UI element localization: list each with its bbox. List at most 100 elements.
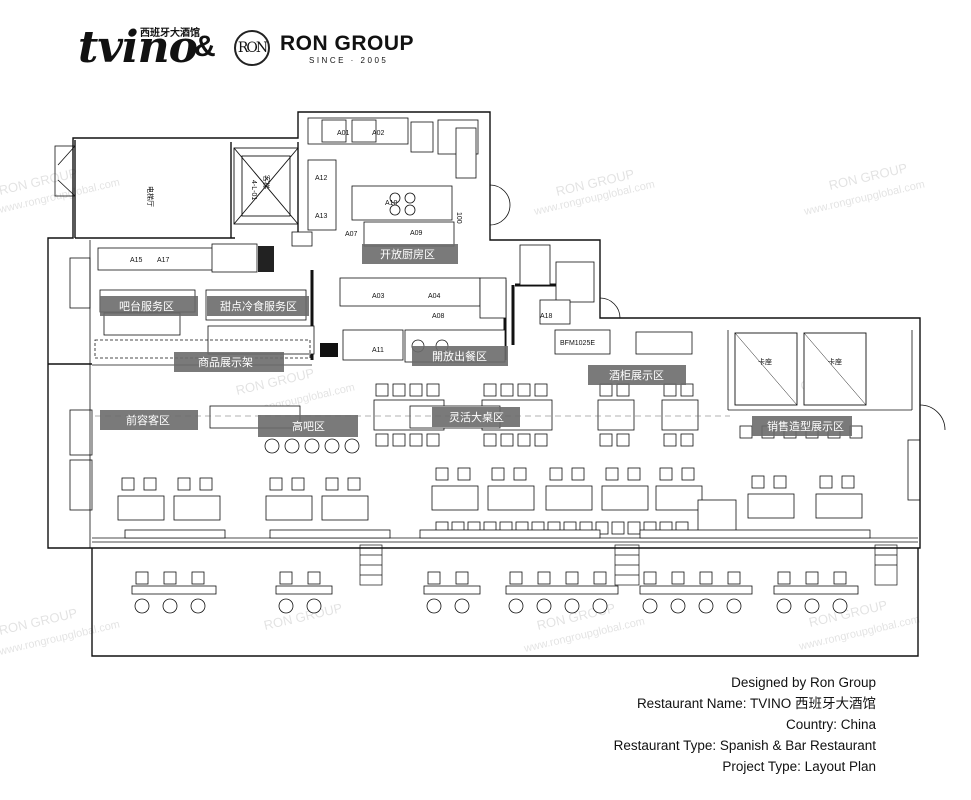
chair (727, 571, 741, 585)
stool (162, 598, 178, 614)
chair (513, 467, 527, 481)
watermark-brand: RON GROUP (262, 600, 343, 633)
chair (593, 571, 607, 585)
chair (627, 467, 641, 481)
stool (324, 438, 340, 454)
column-block (320, 343, 338, 357)
chair (143, 477, 157, 491)
chair (409, 433, 423, 447)
zone-labels: 吧台服务区 甜点冷食服务区 商品展示架 前容客区 高吧区 开放厨房区 開放出餐区… (100, 244, 852, 437)
table (661, 399, 699, 431)
stool (592, 598, 608, 614)
table (269, 529, 391, 539)
chair (805, 571, 819, 585)
stool (726, 598, 742, 614)
svg-text:A04: A04 (428, 293, 441, 300)
chair (659, 467, 673, 481)
svg-text:A17: A17 (157, 257, 170, 264)
kitchen-equipment (94, 117, 693, 363)
wall-code: BFM1025E (560, 340, 595, 347)
chair (375, 383, 389, 397)
electric-room-label: 电梯厅 (146, 186, 155, 207)
ron-group-logo: RON GROUP (280, 32, 415, 55)
table (487, 485, 535, 511)
svg-text:A08: A08 (432, 313, 445, 320)
svg-text:A18: A18 (540, 313, 553, 320)
svg-text:A15: A15 (130, 257, 143, 264)
zone-product-display: 商品展示架 (198, 355, 253, 369)
chair (819, 475, 833, 489)
table (545, 485, 593, 511)
chair (833, 571, 847, 585)
chair (279, 571, 293, 585)
svg-text:A13: A13 (315, 213, 328, 220)
table (655, 485, 703, 511)
chair (599, 383, 613, 397)
chair (426, 433, 440, 447)
chair (491, 467, 505, 481)
zone-flexible-tables: 灵活大桌区 (449, 410, 504, 424)
chair (616, 433, 630, 447)
stool (564, 598, 580, 614)
chair (773, 475, 787, 489)
stool (536, 598, 552, 614)
stool (804, 598, 820, 614)
zone-sales-display: 销售造型展示区 (767, 419, 844, 433)
stool (508, 598, 524, 614)
chair (777, 571, 791, 585)
chair (643, 571, 657, 585)
svg-text:A10: A10 (385, 200, 398, 207)
chair (680, 383, 694, 397)
chair (534, 433, 548, 447)
stool (698, 598, 714, 614)
elevator-area (233, 147, 299, 225)
chair (500, 383, 514, 397)
table (601, 485, 649, 511)
header: tvino 西班牙大酒馆 & RON RON GROUP SINCE · 200… (0, 0, 971, 90)
chair (627, 521, 641, 535)
stool (278, 598, 294, 614)
chair (409, 383, 423, 397)
chair (751, 475, 765, 489)
chair (565, 571, 579, 585)
chair (681, 467, 695, 481)
project-info: Designed by Ron Group Restaurant Name: T… (614, 672, 876, 777)
chair (375, 433, 389, 447)
ron-group-mark-icon: RON (234, 30, 270, 66)
chair (671, 571, 685, 585)
svg-text:A01: A01 (337, 130, 350, 137)
project-type: Project Type: Layout Plan (722, 759, 876, 774)
stool (264, 438, 280, 454)
svg-text:A12: A12 (315, 175, 328, 182)
ampersand: & (194, 30, 216, 63)
ron-group-since: SINCE · 2005 (309, 56, 389, 65)
table (639, 585, 753, 595)
chair (426, 383, 440, 397)
booth-label: 卡座 (758, 357, 772, 366)
chair (663, 383, 677, 397)
designed-by: Designed by Ron Group (731, 675, 876, 690)
table (131, 585, 217, 595)
chair (457, 467, 471, 481)
chair (517, 433, 531, 447)
stool (344, 438, 360, 454)
table (747, 493, 795, 519)
zone-wine-display: 酒柜展示区 (609, 369, 664, 382)
table (173, 495, 221, 521)
stool (454, 598, 470, 614)
chair (199, 477, 213, 491)
restaurant-type: Restaurant Type: Spanish & Bar Restauran… (613, 738, 876, 753)
tvino-logo: tvino (78, 22, 198, 73)
stool (306, 598, 322, 614)
chair (121, 477, 135, 491)
chair (509, 571, 523, 585)
table (321, 495, 369, 521)
chair (739, 425, 753, 439)
chair (571, 467, 585, 481)
table (419, 529, 601, 539)
booth-label: 卡座 (828, 357, 842, 366)
stool (832, 598, 848, 614)
svg-text:A03: A03 (372, 293, 385, 300)
table (815, 493, 863, 519)
stool (134, 598, 150, 614)
